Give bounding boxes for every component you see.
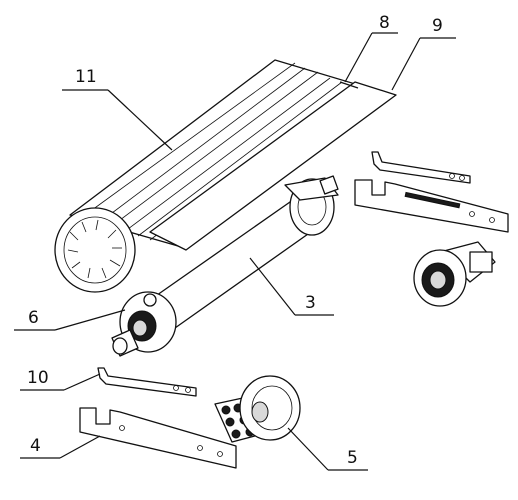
svg-text:10: 10: [27, 368, 49, 388]
label-10: 10: [20, 368, 101, 391]
svg-text:11: 11: [75, 67, 97, 87]
strip-8: [339, 81, 359, 89]
svg-text:3: 3: [305, 293, 316, 313]
shaft-tube-3: [149, 175, 339, 329]
svg-text:4: 4: [30, 436, 41, 456]
label-6: 6: [14, 308, 126, 331]
label-8: 8: [344, 13, 398, 83]
label-11: 11: [62, 67, 173, 151]
label-3: 3: [249, 257, 334, 316]
bracket-small-10: [97, 367, 197, 397]
bracket-large-4: [79, 407, 237, 469]
end-cap-6: [111, 291, 177, 357]
svg-text:5: 5: [347, 448, 358, 468]
svg-text:6: 6: [28, 308, 39, 328]
motor-unit: [413, 241, 496, 307]
label-5: 5: [287, 427, 368, 471]
label-9: 9: [391, 16, 456, 91]
svg-text:8: 8: [379, 13, 390, 33]
label-4: 4: [20, 435, 101, 459]
svg-text:9: 9: [432, 16, 443, 36]
motor-head-5: [214, 375, 301, 443]
bracket-large-upper: [354, 179, 509, 233]
plate-9: [149, 81, 397, 251]
slat-roll-11: [54, 59, 393, 293]
bracket-small-upper: [371, 151, 471, 184]
